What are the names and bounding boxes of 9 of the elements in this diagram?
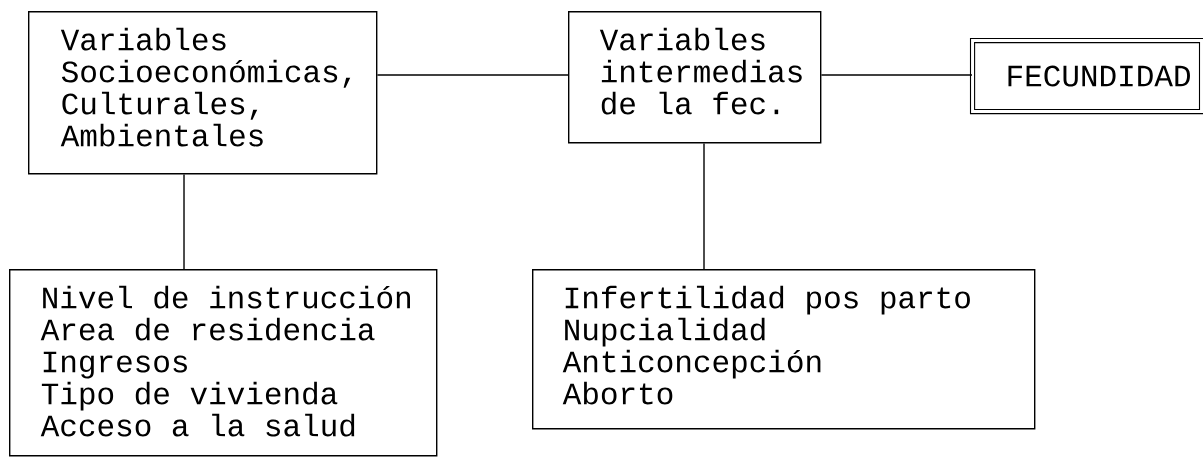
text-box: Nivel de instrucción Area de residencia Ingresos Tipo de vivienda Acceso a la salud <box>9 269 438 457</box>
connector-line <box>703 142 705 270</box>
text-box: Infertilidad pos parto Nupcialidad Anticoncepción Aborto <box>532 269 1036 430</box>
connector-line <box>820 74 973 76</box>
text-box: FECUNDIDAD <box>969 37 1203 115</box>
connector-line <box>376 74 569 76</box>
text-box: Variables intermedias de la fec. <box>568 11 822 144</box>
connector-line <box>183 173 185 270</box>
text-box: Variables Socioeconómicas, Culturales, Ambientales <box>28 11 378 175</box>
